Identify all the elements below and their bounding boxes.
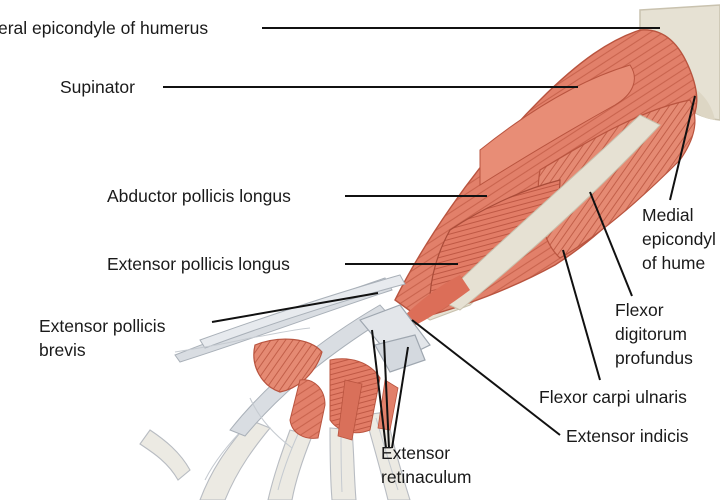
label-flexor-carpi-ulnaris: Flexor carpi ulnaris (539, 387, 687, 407)
finger-bones (139, 411, 411, 500)
label-extensor-indicis: Extensor indicis (566, 426, 689, 446)
label-medial-epicondyle-line2: epicondyl (642, 229, 716, 249)
label-extensor-pollicis-brevis-line1: Extensor pollicis (39, 316, 166, 336)
label-medial-epicondyle-line1: Medial (642, 205, 694, 225)
label-flexor-digitorum-line2: digitorum (615, 324, 687, 344)
label-extensor-pollicis-brevis-line2: brevis (39, 340, 86, 360)
leader-extensor-retinaculum-a (371, 329, 387, 449)
label-extensor-retinaculum-line1: Extensor (381, 443, 451, 463)
label-flexor-digitorum-line3: profundus (615, 348, 693, 368)
label-lateral-epicondyle: eral epicondyle of humerus (0, 18, 209, 38)
leader-extensor-indicis (411, 319, 561, 436)
leader-flexor-carpi-ulnaris (562, 249, 601, 381)
label-extensor-pollicis-longus: Extensor pollicis longus (107, 254, 290, 274)
leader-extensor-pollicis-brevis (211, 292, 379, 323)
label-abductor-pollicis-longus: Abductor pollicis longus (107, 186, 291, 206)
leader-extensor-retinaculum-b (383, 339, 390, 449)
hand-muscles (253, 338, 399, 441)
leader-flexor-digitorum-profundus (589, 191, 633, 297)
label-flexor-digitorum-line1: Flexor (615, 300, 664, 320)
forearm-muscles (394, 29, 698, 328)
wrist-retinaculum (358, 304, 431, 373)
leader-extensor-retinaculum-c (391, 346, 409, 449)
hand-outline (174, 327, 311, 449)
leader-medial-epicondyle (669, 95, 696, 201)
label-supinator: Supinator (60, 77, 135, 97)
label-medial-epicondyle-line3: of hume (642, 253, 706, 273)
label-extensor-retinaculum-line2: retinaculum (381, 467, 472, 487)
leader-lines (163, 27, 696, 449)
